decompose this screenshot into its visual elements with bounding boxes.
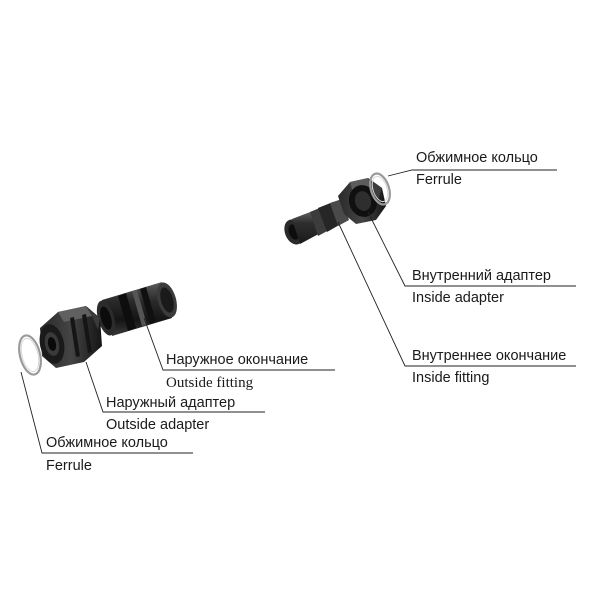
inside-ferrule-ring — [369, 172, 391, 206]
label-outside-adapter-en: Outside adapter — [106, 417, 209, 433]
outside-ferrule-ring — [18, 334, 42, 376]
label-outside-ferrule-en: Ferrule — [46, 458, 92, 474]
left-leader-lines — [20, 317, 335, 454]
label-outside-fitting-ru: Наружное окончание — [166, 352, 308, 368]
label-inside-adapter: Внутренний адаптер Inside adapter — [412, 268, 551, 306]
label-inside-adapter-en: Inside adapter — [412, 290, 504, 306]
outside-fitting-part — [96, 282, 177, 336]
outside-adapter-part — [39, 306, 102, 368]
right-leader-lines — [337, 169, 576, 367]
inside-fitting-part — [284, 199, 349, 245]
label-inside-ferrule: Обжимное кольцо Ferrule — [416, 150, 538, 188]
label-outside-ferrule: Обжимное кольцо Ferrule — [46, 435, 168, 474]
label-outside-fitting: Наружное окончание Outside fitting — [166, 352, 308, 391]
label-inside-ferrule-ru: Обжимное кольцо — [416, 150, 538, 166]
inside-adapter-part — [338, 178, 386, 224]
label-outside-adapter: Наружный адаптер Outside adapter — [106, 395, 235, 433]
label-inside-fitting: Внутреннее окончание Inside fitting — [412, 348, 566, 386]
label-inside-ferrule-en: Ferrule — [416, 172, 462, 188]
label-inside-fitting-en: Inside fitting — [412, 370, 489, 386]
label-inside-adapter-ru: Внутренний адаптер — [412, 268, 551, 284]
label-outside-fitting-en: Outside fitting — [166, 375, 254, 391]
label-inside-fitting-ru: Внутреннее окончание — [412, 348, 566, 364]
label-outside-ferrule-ru: Обжимное кольцо — [46, 435, 168, 451]
label-outside-adapter-ru: Наружный адаптер — [106, 395, 235, 411]
